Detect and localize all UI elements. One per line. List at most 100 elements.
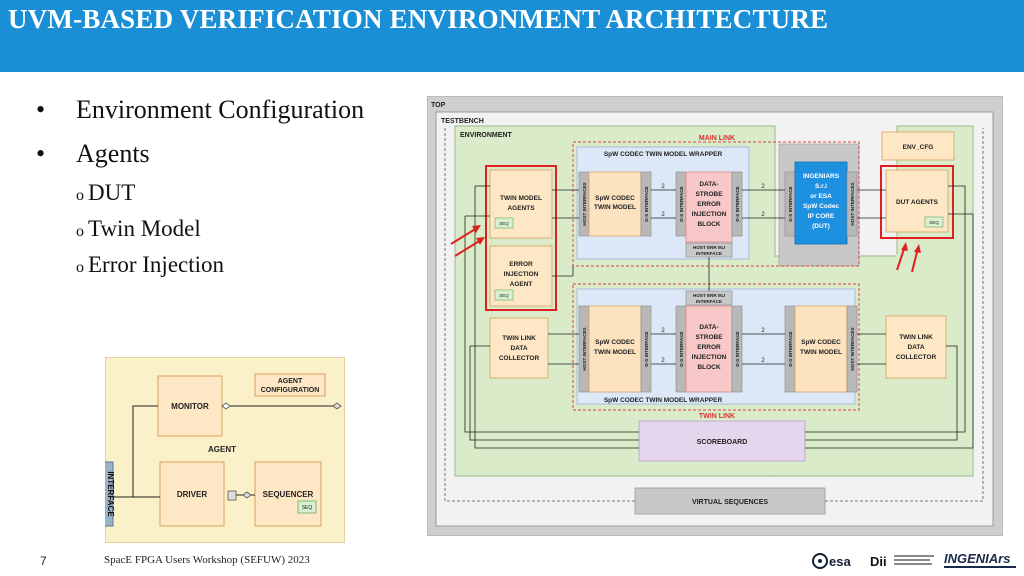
svg-text:2: 2 bbox=[661, 184, 665, 190]
main-link-label: MAIN LINK bbox=[699, 135, 735, 142]
svg-text:HOST INTERFACES: HOST INTERFACES bbox=[850, 182, 855, 225]
monitor-label: MONITOR bbox=[171, 402, 209, 411]
svg-text:or ESA: or ESA bbox=[810, 193, 832, 200]
interface-bar bbox=[105, 461, 114, 527]
svg-text:D-S INTERFACE: D-S INTERFACE bbox=[679, 186, 684, 221]
driver-label: DRIVER bbox=[177, 490, 207, 499]
svg-text:HOST ERR INJ: HOST ERR INJ bbox=[693, 245, 726, 250]
monitor-box bbox=[157, 375, 223, 437]
svg-text:HOST ERR INJ: HOST ERR INJ bbox=[693, 293, 726, 298]
svg-text:AGENT: AGENT bbox=[510, 281, 533, 288]
sequencer-box bbox=[254, 461, 322, 527]
spw-codec-twin-right bbox=[794, 305, 848, 393]
interface-label: INTERFACE bbox=[106, 471, 115, 517]
footer-logos: esa Dii INGENIArs bbox=[812, 551, 1016, 569]
dut-agent-seq bbox=[924, 216, 944, 228]
svg-text:SEQ: SEQ bbox=[929, 220, 939, 225]
dut-core bbox=[794, 161, 848, 245]
testbench-label: TESTBENCH bbox=[441, 118, 484, 125]
bullet-label: Agents bbox=[76, 139, 150, 168]
svg-text:TWIN MODEL: TWIN MODEL bbox=[594, 204, 636, 211]
spw-codec-twin-left bbox=[588, 305, 642, 393]
svg-text:ERROR: ERROR bbox=[697, 344, 721, 351]
svg-text:SCOREBOARD: SCOREBOARD bbox=[697, 439, 748, 446]
svg-text:S.r.l: S.r.l bbox=[815, 183, 827, 190]
svg-text:TWIN MODEL: TWIN MODEL bbox=[594, 349, 636, 356]
red-highlight-right bbox=[880, 165, 954, 239]
svg-text:2: 2 bbox=[661, 328, 665, 334]
env-cfg bbox=[881, 131, 955, 161]
svg-text:TWIN MODEL: TWIN MODEL bbox=[500, 195, 542, 202]
title-bar: UVM-BASED VERIFICATION ENVIRONMENT ARCHI… bbox=[0, 0, 1024, 72]
svg-text:STROBE: STROBE bbox=[695, 191, 723, 198]
svg-text:DATA: DATA bbox=[907, 344, 924, 351]
main-link-frame bbox=[572, 141, 860, 267]
svg-text:DUT AGENTS: DUT AGENTS bbox=[896, 199, 939, 206]
twin-link-collector-left bbox=[489, 317, 549, 379]
agent-diagram: MONITOR AGENT AGENT CONFIGURATION AGENT … bbox=[105, 357, 345, 543]
svg-text:SpW CODEC: SpW CODEC bbox=[801, 339, 841, 346]
svg-text:SpW Codec: SpW Codec bbox=[803, 203, 839, 210]
twin-agent-seq bbox=[494, 217, 514, 229]
bullet-environment-configuration: • Environment Configuration bbox=[36, 88, 364, 132]
svg-text:2: 2 bbox=[761, 358, 765, 364]
slide-title: UVM-BASED VERIFICATION ENVIRONMENT ARCHI… bbox=[8, 4, 829, 34]
svg-text:INGENIArs: INGENIArs bbox=[944, 551, 1010, 566]
svg-text:STROBE: STROBE bbox=[695, 334, 723, 341]
svg-text:D-S INTERFACE: D-S INTERFACE bbox=[679, 331, 684, 366]
twin-model-agents bbox=[489, 169, 553, 239]
esa-logo: esa bbox=[812, 553, 851, 569]
agent-config-box bbox=[254, 373, 326, 397]
svg-text:ERROR: ERROR bbox=[509, 261, 533, 268]
svg-text:TWIN LINK: TWIN LINK bbox=[899, 334, 933, 341]
svg-text:D-S INTERFACE: D-S INTERFACE bbox=[735, 331, 740, 366]
svg-text:D-S INTERFACE: D-S INTERFACE bbox=[788, 331, 793, 366]
svg-text:(DUT): (DUT) bbox=[812, 223, 830, 230]
svg-text:INTERFACE: INTERFACE bbox=[696, 299, 722, 304]
svg-text:D-S INTERFACE: D-S INTERFACE bbox=[644, 186, 649, 221]
environment-label: ENVIRONMENT bbox=[460, 132, 512, 139]
ds-block-main bbox=[685, 171, 733, 243]
svg-text:2: 2 bbox=[761, 212, 765, 218]
twin-link-collector-right bbox=[885, 315, 947, 379]
svg-text:2: 2 bbox=[661, 212, 665, 218]
bullet-agents: • Agents bbox=[36, 132, 364, 176]
svg-text:HOST INTERFACES: HOST INTERFACES bbox=[582, 327, 587, 370]
svg-text:DATA: DATA bbox=[510, 345, 527, 352]
svg-text:INJECTION: INJECTION bbox=[692, 211, 727, 218]
svg-text:BLOCK: BLOCK bbox=[697, 364, 720, 371]
scoreboard bbox=[638, 420, 806, 462]
error-agent-seq bbox=[494, 289, 514, 301]
ingeniars-logo: INGENIArs bbox=[944, 551, 1016, 568]
svg-text:esa: esa bbox=[829, 554, 851, 569]
svg-text:Dii: Dii bbox=[870, 554, 887, 569]
svg-text:SpW CODEC: SpW CODEC bbox=[595, 339, 635, 346]
svg-text:AGENTS: AGENTS bbox=[507, 205, 535, 212]
svg-text:SEQ: SEQ bbox=[499, 293, 509, 298]
svg-text:2: 2 bbox=[761, 328, 765, 334]
top-label: TOP bbox=[431, 102, 446, 109]
svg-text:SEQ: SEQ bbox=[499, 221, 509, 226]
svg-text:BLOCK: BLOCK bbox=[697, 221, 720, 228]
dii-logo: Dii bbox=[870, 554, 934, 569]
twin-wrapper-label: SpW CODEC TWIN MODEL WRAPPER bbox=[604, 397, 723, 404]
svg-text:DATA-: DATA- bbox=[699, 181, 718, 188]
seq-box bbox=[297, 500, 317, 514]
svg-text:INJECTION: INJECTION bbox=[504, 271, 539, 278]
agent-config-line1: AGENT bbox=[278, 378, 303, 385]
footer-text: SpacE FPGA Users Workshop (SEFUW) 2023 bbox=[104, 554, 310, 566]
red-highlight-left bbox=[485, 165, 557, 311]
driver-box bbox=[159, 461, 225, 527]
bullet-label: Environment Configuration bbox=[76, 95, 365, 124]
svg-text:D-S INTERFACE: D-S INTERFACE bbox=[644, 331, 649, 366]
svg-text:ENV_CFG: ENV_CFG bbox=[903, 144, 934, 151]
svg-text:IP CORE: IP CORE bbox=[808, 213, 835, 220]
svg-text:INGENIARS: INGENIARS bbox=[803, 173, 840, 180]
svg-text:ERROR: ERROR bbox=[697, 201, 721, 208]
svg-text:2: 2 bbox=[661, 358, 665, 364]
svg-text:INTERFACE: INTERFACE bbox=[696, 251, 722, 256]
architecture-diagram: TOP TESTBENCH ENVIRONMENT MAIN LINK SpW … bbox=[427, 96, 1003, 536]
